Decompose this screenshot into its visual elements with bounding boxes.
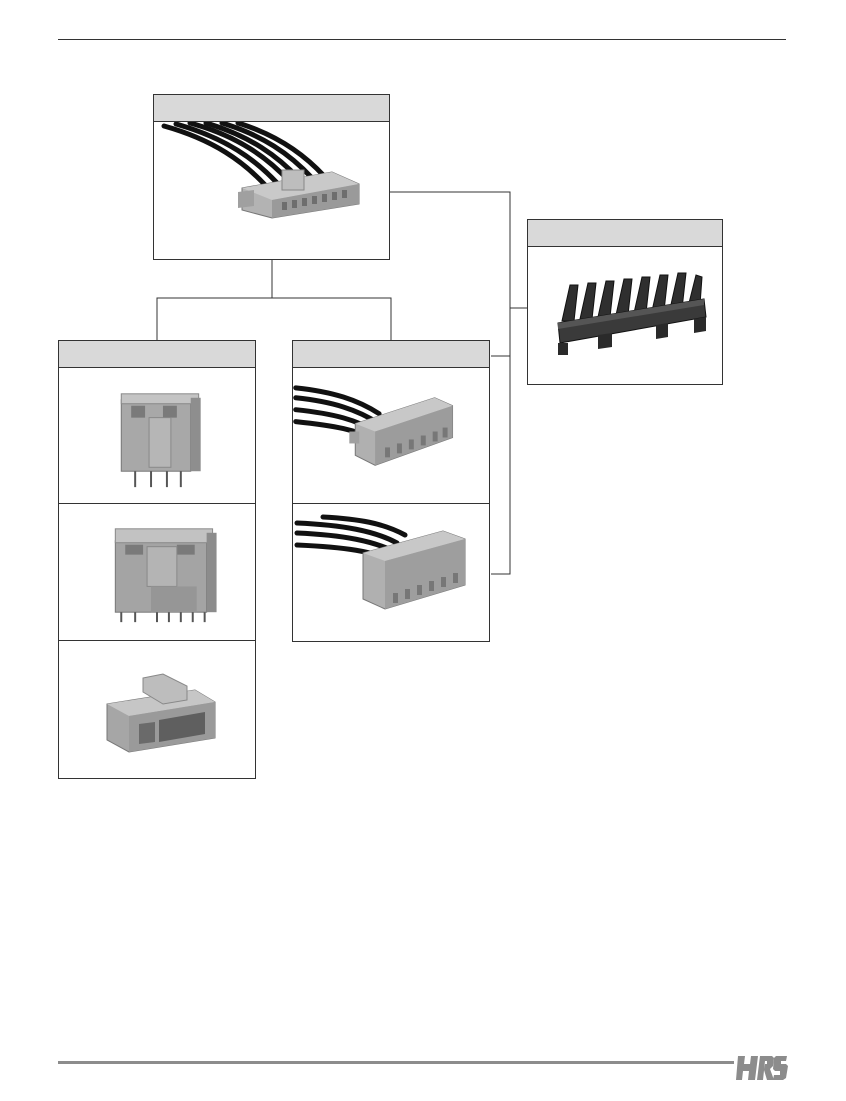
top-rule (58, 39, 786, 40)
footer-rule (58, 1061, 734, 1064)
panel-header (154, 95, 389, 122)
panel-headers (58, 340, 256, 779)
smt-header-photo (59, 642, 255, 778)
right-angle-header-photo (59, 505, 255, 641)
hrs-logo (736, 1056, 788, 1080)
plug-housing-photo-b (293, 505, 489, 641)
panel-header (293, 341, 489, 368)
panel-plug-housings (292, 340, 490, 642)
panel-comb-tool (527, 219, 723, 385)
socket-housing-photo (154, 122, 389, 259)
straight-header-photo (59, 368, 255, 504)
panel-socket-housing (153, 94, 390, 260)
comb-tool-photo (528, 247, 722, 384)
panel-header (59, 341, 255, 368)
plug-housing-photo-a (293, 368, 489, 504)
panel-header (528, 220, 722, 247)
